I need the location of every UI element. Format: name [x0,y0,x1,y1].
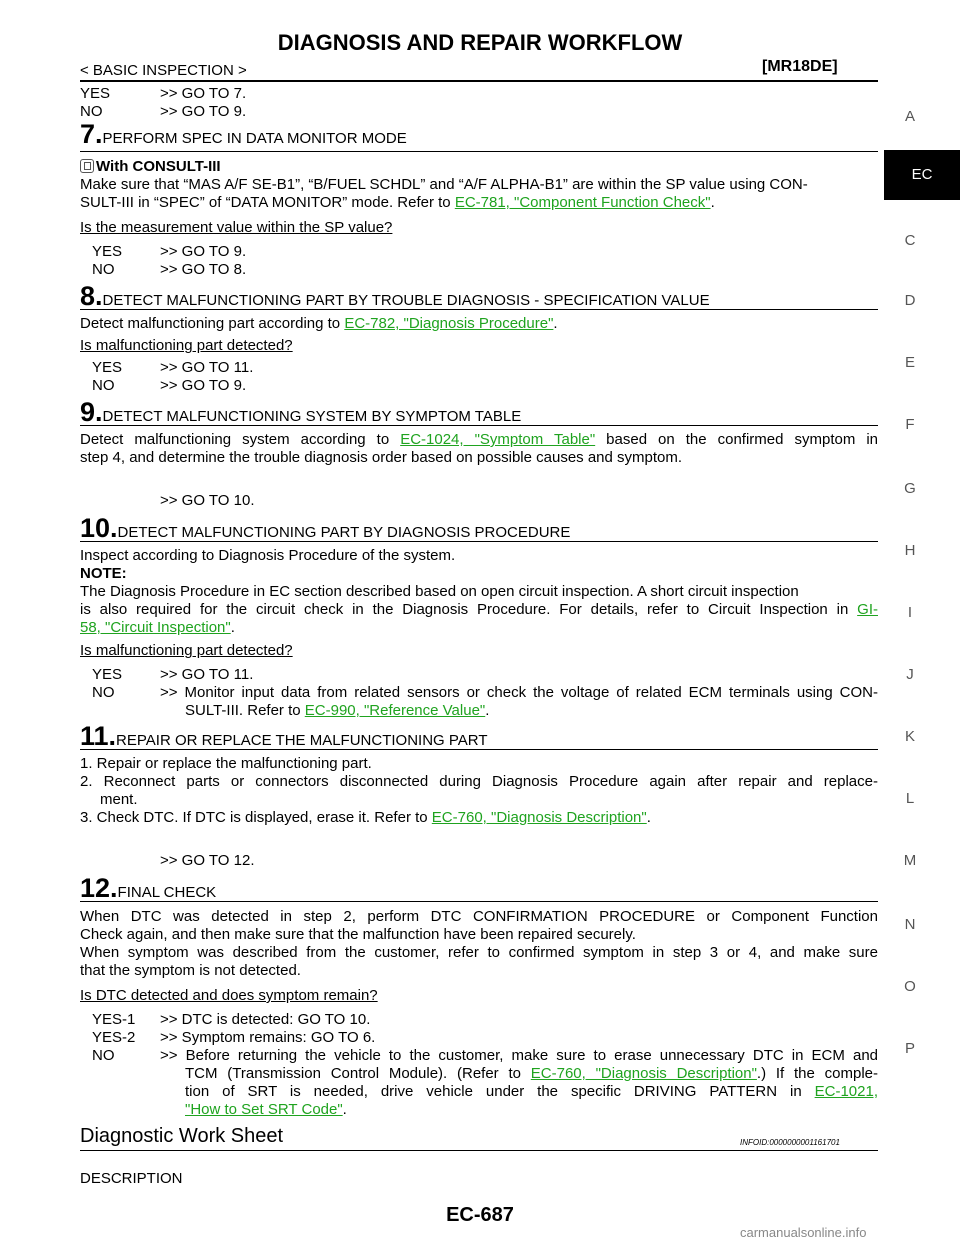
section-title: Diagnostic Work Sheet [80,1125,284,1147]
section-tab[interactable]: N [904,916,916,933]
result-no: NO>> GO TO 9. [80,103,247,120]
reference-link[interactable]: EC-760, "Diagnosis Description" [431,809,647,826]
result-yes-2: YES-2>> Symptom remains: GO TO 6. [92,1029,376,1046]
reference-link[interactable]: 58, "Circuit Inspection" [80,619,231,636]
breadcrumb: < BASIC INSPECTION > [80,62,247,79]
note-label: NOTE: [80,565,127,582]
section-tab[interactable]: C [904,232,916,249]
list-item: 3. Check DTC. If DTC is displayed, erase… [80,809,651,826]
list-item: 2. Reconnect parts or connectors disconn… [80,773,878,790]
reference-link[interactable]: EC-1021, [814,1083,878,1100]
section-tab[interactable]: I [907,604,913,621]
watermark: carmanualsonline.info [740,1225,867,1240]
step-12-body-line: When DTC was detected in step 2, perform… [80,908,878,925]
step-7-body-line: SULT-III in “SPEC” of “DATA MONITOR” mod… [80,194,715,211]
step-11-heading: 11.REPAIR OR REPLACE THE MALFUNCTIONING … [80,721,488,751]
consult-label: With CONSULT-III [80,158,221,176]
section-tab[interactable]: F [905,416,915,433]
step-7-question: Is the measurement value within the SP v… [80,219,393,236]
reference-link[interactable]: "How to Set SRT Code" [185,1101,343,1118]
reference-link[interactable]: EC-1024, "Symptom Table" [400,431,596,448]
step-8-question: Is malfunctioning part detected? [80,337,293,354]
result-no-continued: tion of SRT is needed, drive vehicle und… [185,1083,878,1100]
step-12-body-line: When symptom was described from the cust… [80,944,878,961]
note-line: The Diagnosis Procedure in EC section de… [80,583,799,600]
step-12-body-line: Check again, and then make sure that the… [80,926,636,943]
section-divider [80,1150,878,1151]
step-9-body-line: step 4, and determine the trouble diagno… [80,449,683,466]
section-tab[interactable]: O [904,978,916,995]
step-8-heading: 8.DETECT MALFUNCTIONING PART BY TROUBLE … [80,281,710,311]
result-yes: YES>> GO TO 9. [92,243,247,260]
step-9-heading: 9.DETECT MALFUNCTIONING SYSTEM BY SYMPTO… [80,397,522,427]
result-no-continued: TCM (Transmission Control Module). (Refe… [185,1065,878,1082]
list-item-continued: ment. [100,791,138,808]
step-12-question: Is DTC detected and does symptom remain? [80,987,378,1004]
result-yes: YES>> GO TO 11. [92,666,254,683]
step-divider [80,151,878,152]
section-tab[interactable]: K [904,728,915,745]
step-10-body: Inspect according to Diagnosis Procedure… [80,547,456,564]
section-tab[interactable]: A [904,108,915,125]
reference-link[interactable]: EC-782, "Diagnosis Procedure" [344,315,554,332]
step-11-goto: >> GO TO 12. [160,852,255,869]
result-no: NO>> GO TO 8. [92,261,247,278]
section-tab-active[interactable]: EC [884,150,960,200]
note-line: 58, "Circuit Inspection". [80,619,235,636]
section-tab[interactable]: J [906,666,914,683]
reference-link[interactable]: GI- [857,601,878,618]
step-8-body: Detect malfunctioning part according to … [80,315,558,332]
result-no-continued: SULT-III. Refer to EC-990, "Reference Va… [185,702,490,719]
result-yes: YES>> GO TO 7. [80,85,247,102]
section-tab[interactable]: D [904,292,916,309]
result-no: NO>> Monitor input data from related sen… [92,684,878,701]
step-divider [80,749,878,750]
step-divider [80,541,878,542]
result-no-continued: "How to Set SRT Code". [185,1101,347,1118]
step-divider [80,425,878,426]
step-9-goto: >> GO TO 10. [160,492,255,509]
header-divider [80,80,878,82]
subsection-title: DESCRIPTION [80,1170,183,1187]
reference-link[interactable]: EC-781, "Component Function Check" [454,194,711,211]
engine-code: [MR18DE] [762,58,838,75]
consult-tool-icon [80,159,94,173]
result-no: NO>> GO TO 9. [92,377,247,394]
section-tab[interactable]: E [904,354,915,371]
step-10-question: Is malfunctioning part detected? [80,642,293,659]
step-divider [80,901,878,902]
step-7-heading: 7.PERFORM SPEC IN DATA MONITOR MODE [80,119,407,149]
result-yes-1: YES-1>> DTC is detected: GO TO 10. [92,1011,371,1028]
step-7-body-line: Make sure that “MAS A/F SE-B1”, “B/FUEL … [80,176,808,193]
step-divider [80,309,878,310]
reference-link[interactable]: EC-760, "Diagnosis Description" [530,1065,757,1082]
step-10-heading: 10.DETECT MALFUNCTIONING PART BY DIAGNOS… [80,513,571,543]
section-tab[interactable]: H [904,542,916,559]
result-no: NO>> Before returning the vehicle to the… [92,1047,878,1064]
result-yes: YES>> GO TO 11. [92,359,254,376]
info-id: INFOID:0000000001161701 [740,1138,840,1147]
step-12-body-line: that the symptom is not detected. [80,962,301,979]
section-tab[interactable]: G [904,480,916,497]
step-9-body-line: Detect malfunctioning system according t… [80,431,879,448]
note-line: is also required for the circuit check i… [80,601,878,618]
section-tab[interactable]: P [904,1040,915,1057]
step-12-heading: 12.FINAL CHECK [80,873,217,903]
page-title: DIAGNOSIS AND REPAIR WORKFLOW [277,30,683,55]
reference-link[interactable]: EC-990, "Reference Value" [304,702,486,719]
page-code: EC-687 [446,1204,514,1226]
section-tab[interactable]: M [903,852,917,869]
section-tab[interactable]: L [905,790,915,807]
list-item: 1. Repair or replace the malfunctioning … [80,755,372,772]
